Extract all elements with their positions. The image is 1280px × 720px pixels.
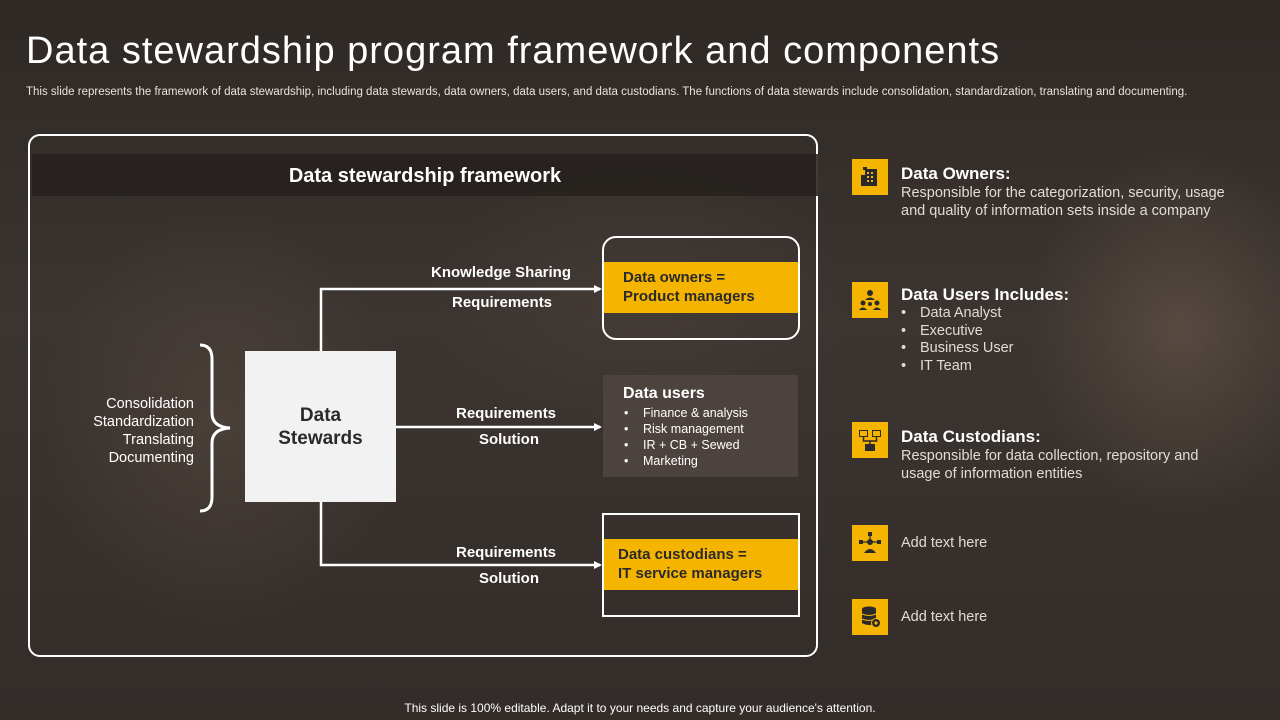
functions-brace [199,343,231,513]
list-item: Data Analyst [901,305,1231,323]
data-custodians-outline [602,513,800,617]
list-item: IR + CB + Sewed [623,437,798,453]
extra-text-2: Add text here [901,609,988,625]
function-standardization: Standardization [93,414,194,430]
database-gear-icon [852,599,888,635]
data-users-list: Finance & analysis Risk management IR + … [623,405,798,469]
data-owners-outline [602,236,800,340]
list-item: IT Team [901,358,1231,376]
function-documenting: Documenting [108,450,194,466]
building-data-icon [852,159,888,195]
framework-header [32,154,818,196]
data-owners-description: Responsible for the categorization, secu… [901,185,1225,219]
function-consolidation: Consolidation [106,396,194,412]
function-translating: Translating [122,432,194,448]
data-custodians-line1: Data custodians = [618,546,747,563]
data-users-title: Data users [623,385,705,402]
flow-label-solution-2: Solution [479,570,539,587]
flow-label-requirements-1: Requirements [452,294,553,311]
data-users-roles: Data Analyst Executive Business User IT … [901,305,1231,375]
list-item: Finance & analysis [623,405,798,421]
list-item: Business User [901,340,1231,358]
data-owners-heading: Data Owners: [901,164,1011,183]
flow-label-requirements-2: Requirements [456,405,557,422]
slide-title: Data stewardship program framework and c… [26,30,1001,72]
flow-label-knowledge-sharing: Knowledge Sharing [431,264,572,281]
flow-label-requirements-3: Requirements [456,544,557,561]
framework-title: Data stewardship framework [288,165,562,187]
list-item: Executive [901,323,1231,341]
data-stewards-label: Data Stewards [278,404,363,449]
slide-footer: This slide is 100% editable. Adapt it to… [404,701,876,715]
slide-subtitle: This slide represents the framework of d… [26,86,1188,98]
person-network-icon [852,525,888,561]
data-owners-box: Data owners = Product managers [604,262,798,313]
list-item: Marketing [623,453,798,469]
data-stewards-box: Data Stewards [245,351,396,502]
data-owners-line1: Data owners = [623,269,726,286]
user-group-icon [852,282,888,318]
data-custodians-box: Data custodians = IT service managers [604,539,798,590]
framework-panel: Data stewardship framework [28,134,818,657]
extra-text-1: Add text here [901,535,988,551]
connector-custodians [319,502,602,569]
steward-functions: Consolidation Standardization Translatin… [60,395,194,467]
data-custodians-heading: Data Custodians: [901,427,1041,446]
data-users-heading: Data Users Includes: [901,285,1070,304]
connector-owners [319,285,602,351]
flow-label-solution-1: Solution [479,431,539,448]
data-users-box: Data users Finance & analysis Risk manag… [603,375,798,477]
data-custodians-line2: IT service managers [618,565,763,582]
data-custodians-description: Responsible for data collection, reposit… [901,448,1199,482]
network-monitors-icon [852,422,888,458]
data-owners-line2: Product managers [623,288,755,305]
list-item: Risk management [623,421,798,437]
